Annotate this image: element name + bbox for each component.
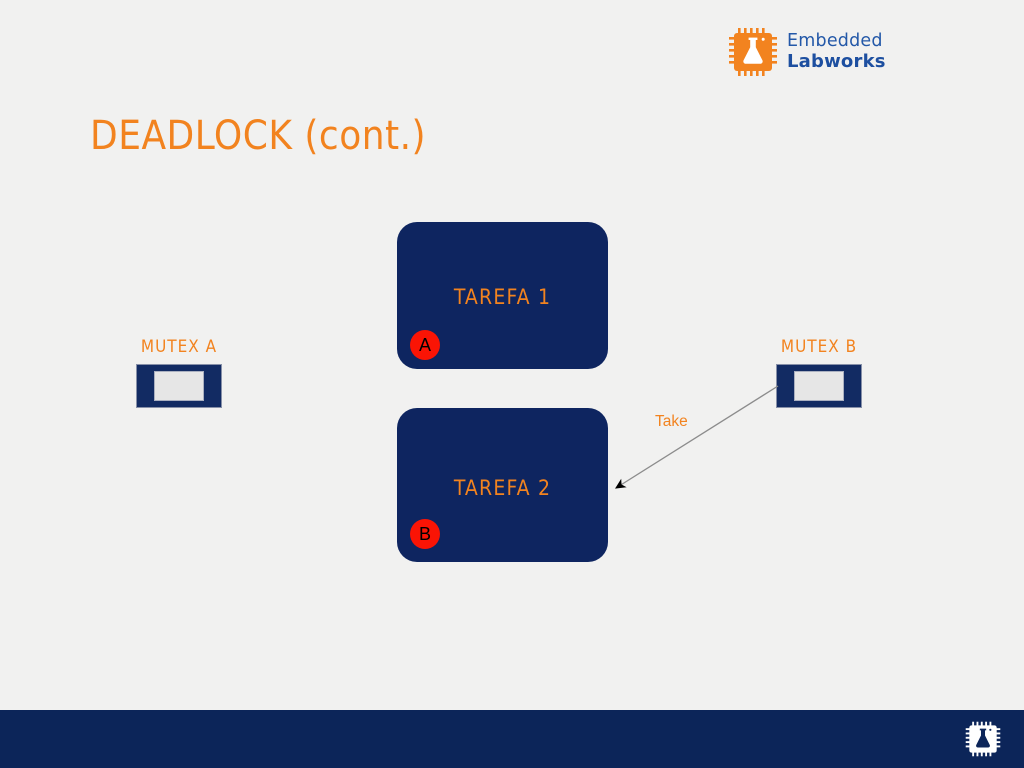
take-arrow-label: Take <box>655 413 688 430</box>
take-arrow-line <box>615 385 779 489</box>
task-2-label: TAREFA 2 <box>453 476 552 500</box>
mutex-b-box <box>776 364 862 408</box>
page-title: DEADLOCK (cont.) <box>90 113 427 159</box>
deadlock-diagram: MUTEX A MUTEX B TAREFA 1 A TAREFA 2 B <box>94 222 904 562</box>
mutex-a-inner <box>154 371 204 401</box>
footer-bar <box>0 710 1024 768</box>
chip-flask-icon <box>965 721 1001 757</box>
chip-flask-icon <box>728 27 778 77</box>
task-1-badge-a: A <box>410 330 440 360</box>
brand-wordmark: Embedded Labworks <box>787 32 886 72</box>
mutex-b-inner <box>794 371 844 401</box>
mutex-a-label: MUTEX A <box>140 337 218 357</box>
task-2-badge-b: B <box>410 519 440 549</box>
take-arrow <box>615 385 779 489</box>
brand-logo: Embedded Labworks <box>728 27 886 77</box>
task-1-label: TAREFA 1 <box>453 285 552 309</box>
brand-line-1: Embedded <box>787 31 883 52</box>
mutex-a-group: MUTEX A <box>94 337 264 408</box>
mutex-b-label: MUTEX B <box>780 337 858 357</box>
brand-line-2: Labworks <box>787 50 886 72</box>
mutex-a-box <box>136 364 222 408</box>
mutex-b-group: MUTEX B <box>734 337 904 408</box>
